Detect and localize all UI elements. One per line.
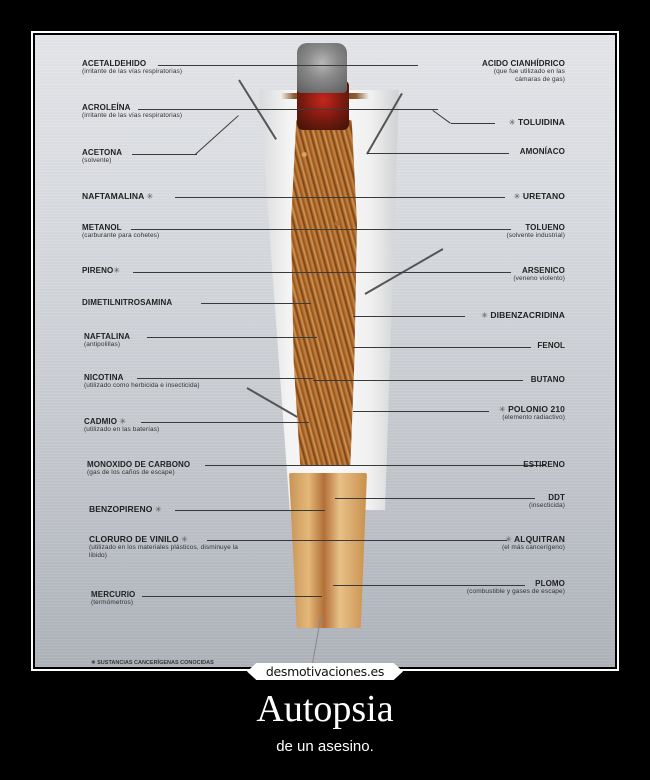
carcinogen-footnote: ✳ SUSTANCIAS CANCERÍGENAS CONOCIDAS (91, 660, 214, 666)
label-nicotina: NICOTINA(utilizado como herbicida e inse… (84, 373, 200, 389)
leader-line (175, 510, 325, 511)
leader-line (353, 316, 465, 317)
leader-line (201, 303, 311, 304)
label-dibenzacridina: ✳ DIBENZACRIDINA (481, 310, 565, 321)
cigarette-filter (289, 473, 367, 628)
label-amoniaco: AMONÍACO (519, 147, 565, 156)
cigarette-ash (297, 43, 347, 93)
leader-line (131, 229, 511, 230)
carcinogen-star-icon: ✳ (154, 505, 162, 514)
label-acido-cianhidrico: ACIDO CIANHÍDRICO(que fue utilizado en l… (481, 59, 565, 83)
poster-image: ACETALDEHIDO(irritante de las vías respi… (35, 35, 615, 667)
leader-line (141, 422, 309, 423)
leader-line (335, 498, 535, 499)
leader-line (451, 123, 495, 124)
label-alquitran: ✳ ALQUITRAN(el más cancerígeno) (501, 534, 565, 552)
poster-frame: ACETALDEHIDO(irritante de las vías respi… (31, 31, 619, 671)
leader-line (142, 596, 322, 597)
label-cadmio: CADMIO ✳(utilizado en las baterías) (84, 417, 160, 433)
carcinogen-star-icon: ✳ (481, 311, 488, 320)
leader-line (133, 272, 511, 273)
leader-line (147, 337, 317, 338)
label-polonio-210: ✳ POLONIO 210(elemento radiactivo) (498, 404, 565, 422)
leader-line (313, 380, 523, 381)
carcinogen-star-icon: ✳ (505, 535, 512, 544)
label-acroleina: ACROLEÍNA(irritante de las vías respirat… (82, 103, 183, 119)
label-naftamalina: NAFTAMALINA ✳ (82, 191, 154, 202)
brand-text: desmotivaciones.es (265, 664, 385, 679)
label-monoxido-de-carbono: MONOXIDO DE CARBONO(gas de los caños de … (87, 460, 191, 476)
leader-line (158, 65, 418, 66)
leader-line (205, 465, 545, 466)
label-metanol: METANOL(carburante para cohetes) (82, 223, 160, 239)
leader-line (132, 154, 197, 155)
leader-line (175, 197, 505, 198)
poster-title: Autopsia (256, 688, 394, 730)
leader-line (138, 109, 438, 110)
label-tolueno: TOLUENO(solvente industrial) (506, 223, 565, 239)
leader-line (333, 540, 495, 541)
carcinogen-star-icon: ✳ (146, 192, 154, 201)
brand-ribbon: desmotivaciones.es (247, 663, 403, 680)
label-uretano: ✳ URETANO (513, 191, 565, 202)
carcinogen-star-icon: ✳ (113, 266, 121, 275)
cigarette-tobacco (291, 120, 357, 465)
carcinogen-star-icon: ✳ (508, 118, 516, 127)
label-pireno: PIRENO✳ (82, 266, 121, 275)
label-fenol: FENOL (537, 341, 565, 350)
poster-subtitle: de un asesino. (276, 738, 374, 755)
carcinogen-star-icon: ✳ (513, 192, 521, 201)
leader-line (353, 411, 489, 412)
carcinogen-star-icon: ✳ (119, 417, 127, 426)
leader-line (432, 110, 451, 124)
leader-line (333, 585, 525, 586)
label-arsenico: ARSENICO(veneno violento) (513, 266, 565, 282)
label-mercurio: MERCURIO(termómetros) (91, 590, 136, 606)
label-ddt: DDT(insecticida) (529, 493, 565, 509)
label-estireno: ESTIRENO (523, 460, 565, 469)
leader-line (195, 115, 239, 155)
label-acetaldehido: ACETALDEHIDO(irritante de las vías respi… (82, 59, 183, 75)
leader-line (137, 378, 313, 379)
carcinogen-star-icon: ✳ (498, 405, 506, 414)
label-plomo: PLOMO(combustible y gases de escape) (466, 579, 565, 595)
label-naftalina: NAFTALINA(antipolillas) (84, 332, 131, 348)
leader-line (367, 153, 509, 154)
leader-line (353, 347, 531, 348)
carcinogen-star-icon: ✳ (181, 535, 188, 544)
label-benzopireno: BENZOPIRENO ✳ (89, 504, 162, 515)
label-cloruro-de-vinilo: CLORURO DE VINILO ✳(utilizado en los mat… (89, 534, 238, 560)
label-butano: BUTANO (530, 375, 565, 384)
label-toluidina: ✳ TOLUIDINA (508, 117, 565, 128)
label-acetona: ACETONA(solvente) (82, 148, 123, 164)
label-dimetilnitrosamina: DIMETILNITROSAMINA (82, 298, 173, 307)
